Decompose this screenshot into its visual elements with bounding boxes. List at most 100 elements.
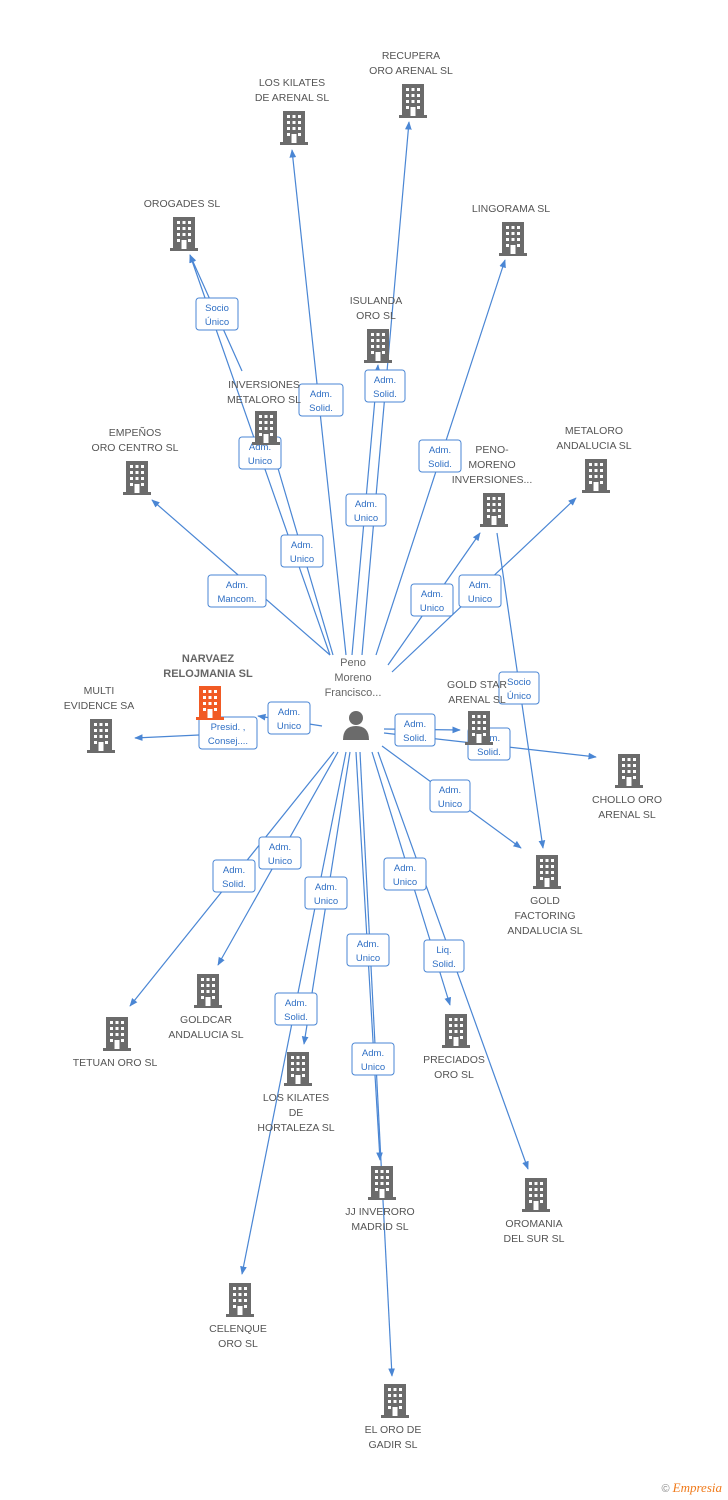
- edge-label-text: Solid.: [477, 747, 501, 758]
- edge-label-el-oro-de-gadir[interactable]: Adm.Unico: [351, 1042, 395, 1076]
- edge-label-text: Adm.: [357, 939, 379, 950]
- edge-label-text: Adm.: [223, 865, 245, 876]
- company-label: DE: [289, 1107, 304, 1119]
- building-icon: [480, 493, 508, 527]
- company-label: HORTALEZA SL: [257, 1122, 334, 1134]
- person-icon: [343, 711, 369, 740]
- company-label: ORO SL: [218, 1338, 258, 1350]
- edge-label-gold-star-arenal[interactable]: Adm.Solid.: [394, 713, 436, 747]
- edge-label-los-kilates-arenal[interactable]: Adm.Solid.: [298, 383, 344, 417]
- company-label: GOLD STAR: [447, 679, 507, 691]
- edge-label-lingorama[interactable]: Adm.Solid.: [418, 439, 462, 473]
- building-icon: [226, 1283, 254, 1317]
- company-node-tetuan-oro[interactable]: TETUAN ORO SL: [73, 1017, 158, 1069]
- building-icon: [381, 1384, 409, 1418]
- building-icon: [399, 84, 427, 118]
- company-label: GOLD: [530, 895, 560, 907]
- edge-label-text: Adm.: [249, 442, 271, 453]
- company-node-orogades[interactable]: OROGADES SL: [144, 198, 221, 251]
- edge-label-isulanda-oro[interactable]: Adm.Unico: [345, 493, 387, 527]
- edge-label-celenque-oro[interactable]: Adm.Solid.: [274, 992, 318, 1026]
- edge-label-recupera-oro-arenal[interactable]: Adm.Solid.: [364, 369, 406, 403]
- company-label: ORO ARENAL SL: [369, 65, 453, 77]
- company-label: FACTORING: [514, 910, 575, 922]
- edge-label-text: Unico: [290, 554, 314, 565]
- edge-label-box: [351, 1042, 395, 1076]
- edge-label-text: Adm.: [374, 375, 396, 386]
- edge-label-metaloro-andalucia[interactable]: Adm.Unico: [458, 574, 502, 608]
- edge-label-jj-inveroro-madrid[interactable]: Adm. Unico: [346, 933, 390, 967]
- edge-label-box: [274, 992, 318, 1026]
- company-node-goldcar-andalucia[interactable]: GOLDCAR ANDALUCIA SL: [168, 974, 244, 1041]
- edge-label-text: Solid.: [284, 1012, 308, 1023]
- edge-label-box: [458, 574, 502, 608]
- company-node-lingorama[interactable]: LINGORAMA SL: [472, 203, 550, 256]
- building-icon: [465, 711, 493, 745]
- edge-label-orogades[interactable]: Adm.Unico: [238, 436, 282, 470]
- edge-label-text: Unico: [354, 513, 378, 524]
- company-label: GOLDCAR: [180, 1014, 232, 1026]
- company-label: ORO SL: [434, 1069, 474, 1081]
- building-icon: [499, 222, 527, 256]
- center-person[interactable]: Peno Moreno Francisco...: [325, 657, 382, 740]
- edge-label-text: Unico: [356, 953, 380, 964]
- edge-label-empenos-oro-centro[interactable]: Adm.Mancom.: [207, 574, 267, 608]
- edge-label-goldcar-andalucia[interactable]: Adm.Unico: [258, 836, 302, 870]
- edge-label-text: Adm.: [291, 540, 313, 551]
- building-icon: [252, 411, 280, 445]
- edge-label-box: [429, 779, 471, 813]
- edge-label-text: Unico: [420, 603, 444, 614]
- edge-label-inversiones-metaloro[interactable]: Adm. Unico: [280, 534, 324, 568]
- building-icon: [170, 217, 198, 251]
- edge-label-text: Unico: [393, 877, 417, 888]
- person-label-line-3: Francisco...: [325, 687, 382, 699]
- company-label: ARENAL SL: [448, 694, 506, 706]
- edge-label-gold-factoring-andalucia[interactable]: Adm.Unico: [429, 779, 471, 813]
- edge-label-los-kilates-hortaleza[interactable]: Adm.Unico: [304, 876, 348, 910]
- company-node-gold-star-arenal[interactable]: GOLD STAR ARENAL SL: [447, 679, 507, 745]
- edge-label-text: Adm.: [469, 580, 491, 591]
- building-icon: [442, 1014, 470, 1048]
- company-node-peno-moreno-inversiones[interactable]: PENO-MORENOINVERSIONES...: [452, 444, 533, 527]
- edge-label-box: [418, 439, 462, 473]
- edge-label-text: Único: [507, 691, 531, 702]
- company-label: ANDALUCIA SL: [507, 925, 582, 937]
- building-icon: [364, 329, 392, 363]
- edge-label-text: Mancom.: [217, 594, 256, 605]
- person-label-line-1: Peno: [340, 657, 366, 669]
- building-icon: [123, 461, 151, 495]
- company-label: LOS KILATES: [259, 77, 325, 89]
- edge-label-text: Unico: [361, 1062, 385, 1073]
- edge-label-box: [198, 716, 258, 750]
- company-label: OROGADES SL: [144, 198, 221, 210]
- edge-label-tetuan-oro[interactable]: Adm.Solid.: [212, 859, 256, 893]
- edge-label-preciados-oro[interactable]: Adm.Unico: [383, 857, 427, 891]
- edge-label-narvaez-relojmania[interactable]: Adm.Unico: [267, 701, 311, 735]
- edge-label-multi-evidence[interactable]: Presid. ,Consej....: [198, 716, 258, 750]
- edge-label-oromania-del-sur[interactable]: Liq.Solid.: [423, 939, 465, 973]
- edge-label-text: Solid.: [428, 459, 452, 470]
- company-node-gold-factoring-andalucia[interactable]: GOLD FACTORING ANDALUCIA SL: [507, 855, 583, 937]
- edge-label-peno-moreno-inversiones[interactable]: Adm.Unico: [410, 583, 454, 617]
- company-label: MADRID SL: [351, 1221, 408, 1233]
- company-label: ANDALUCIA SL: [168, 1029, 243, 1041]
- edge-label-text: Adm.: [269, 842, 291, 853]
